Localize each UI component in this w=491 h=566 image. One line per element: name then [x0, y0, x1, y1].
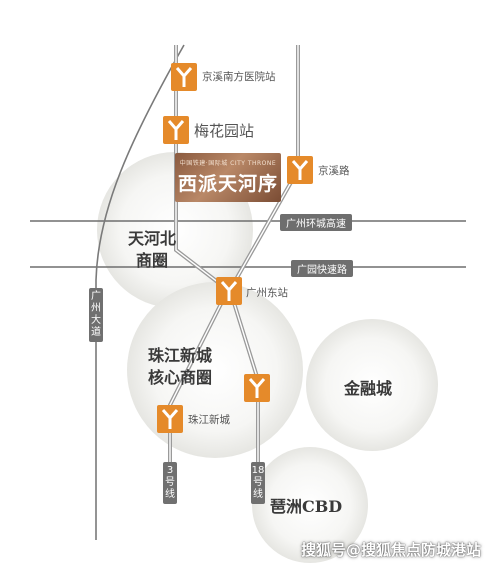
guangzhou-avenue-road — [95, 44, 185, 540]
station-jingxi-road: 京溪路 — [318, 165, 350, 177]
pazhou-area — [252, 447, 368, 563]
project-name: 西派天河序 — [177, 173, 278, 195]
metro-station-icon — [157, 405, 183, 433]
metro-station-icon — [287, 156, 313, 184]
station-jingxi-nanfang: 京溪南方医院站 — [202, 71, 276, 83]
station-guangzhou-east: 广州东站 — [246, 287, 288, 299]
metro-station-icon — [244, 374, 270, 402]
metro-station-icon — [163, 116, 189, 144]
project-tagline: 中国铁建·国际城 CITY THRONE — [179, 160, 277, 167]
guangzhou-avenue-label: 广州大道 — [89, 288, 103, 342]
station-meihuayuan: 梅花园站 — [194, 122, 255, 140]
metro-station-icon — [171, 63, 197, 91]
district-finance-city: 金融城 — [344, 379, 393, 398]
project-panel: 中国铁建·国际城 CITY THRONE 西派天河序 — [175, 153, 281, 202]
finance-city-area — [306, 319, 438, 451]
guangyuan-expressway-label: 广园快速路 — [291, 260, 353, 277]
ring-expressway-label: 广州环城高速 — [280, 214, 352, 231]
district-tianhe-north: 天河北 商圈 — [128, 229, 177, 270]
watermark: 搜狐号@搜狐焦点防城港站 — [300, 541, 481, 559]
district-pazhou: 琶洲CBD — [270, 497, 343, 516]
line3-label: 3号线 — [163, 462, 177, 504]
line18-label: 18号线 — [251, 462, 265, 504]
district-zhujiang: 珠江新城 核心商圈 — [148, 346, 213, 387]
metro-station-icon — [216, 277, 242, 305]
station-zhujiang-new-town: 珠江新城 — [188, 414, 230, 426]
